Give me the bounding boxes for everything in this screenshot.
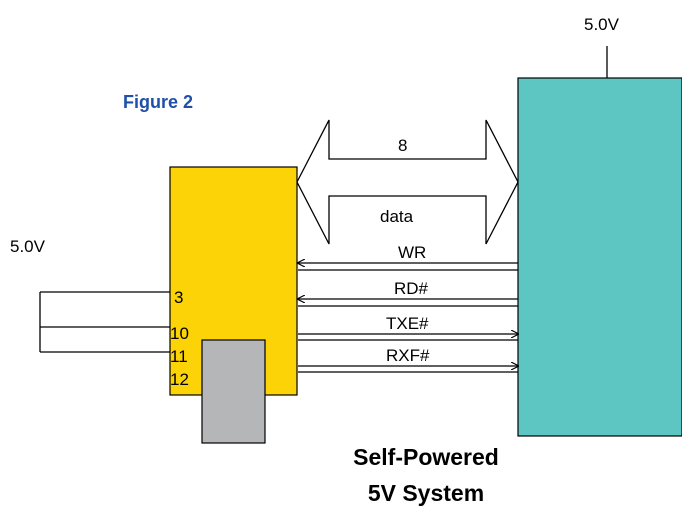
left-supply-label: 5.0V (10, 237, 46, 256)
signal-label-rd: RD# (394, 279, 429, 298)
system-supply-label: 5.0V (584, 15, 620, 34)
signal-label-rxf: RXF# (386, 346, 430, 365)
pin-number-12: 12 (170, 370, 189, 389)
signal-line-txe: TXE# (298, 314, 518, 341)
signal-line-wr: WR (298, 243, 518, 271)
signal-label-wr: WR (398, 243, 426, 262)
system-block (517, 77, 682, 437)
pin-number-3: 3 (174, 288, 183, 307)
regulator-block (201, 339, 266, 444)
signal-line-rd: RD# (298, 279, 518, 307)
pin-number-11: 11 (170, 347, 188, 366)
bus-name-label: data (380, 207, 414, 226)
caption-line-2: 5V System (368, 480, 484, 506)
signal-label-txe: TXE# (386, 314, 429, 333)
caption-line-1: Self-Powered (353, 444, 499, 470)
signal-line-rxf: RXF# (298, 346, 518, 373)
data-bus-arrow (296, 119, 519, 245)
pin-number-10: 10 (170, 324, 189, 343)
figure-title: Figure 2 (123, 92, 193, 112)
bus-width-label: 8 (398, 136, 407, 155)
